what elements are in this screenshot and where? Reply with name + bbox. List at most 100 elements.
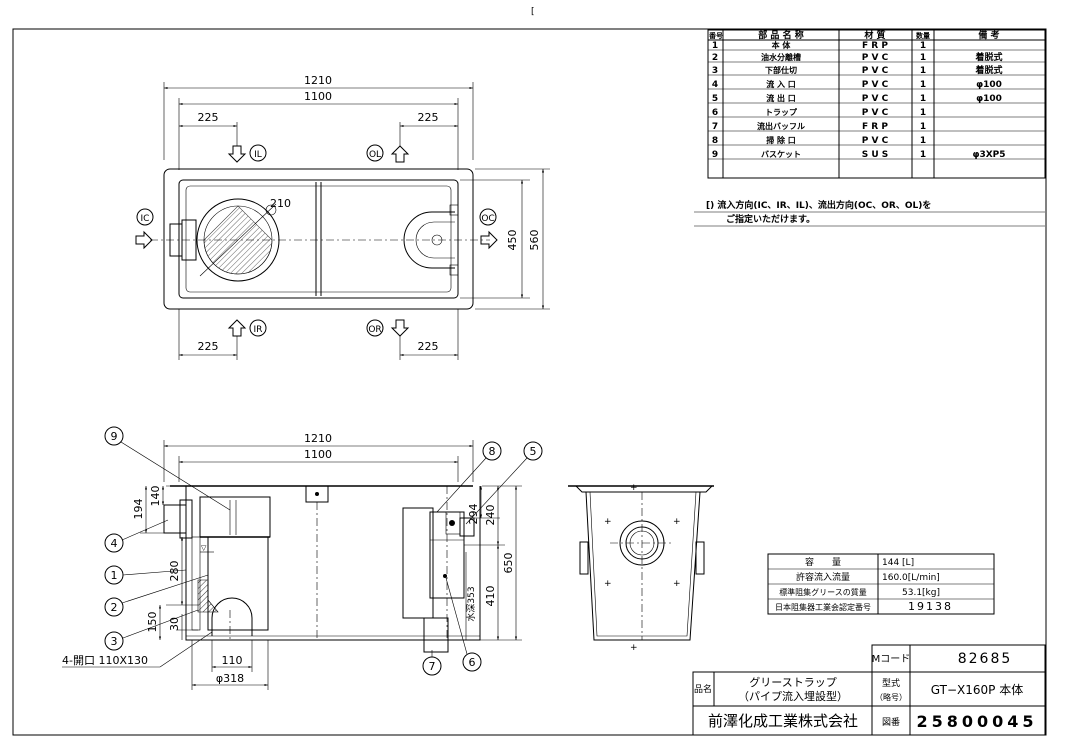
parts-cell-r4-c3: P V C — [862, 80, 889, 90]
plan-dim-225-top-right: 225 — [418, 111, 439, 124]
section-dim-410: 410 — [484, 586, 497, 607]
outlet-left-label: OL — [369, 150, 381, 160]
parts-cell-r6-c4: 1 — [920, 108, 926, 118]
parts-cell-r2-c5: 着脱式 — [974, 51, 1002, 63]
parts-cell-r4-c2: 流 入 口 — [766, 79, 796, 89]
parts-header-qty: 数量 — [916, 31, 930, 40]
parts-cell-r3-c5: 着脱式 — [974, 64, 1002, 76]
balloon-8: 8 — [436, 441, 502, 513]
parts-cell-r6-c1: 6 — [712, 108, 718, 118]
parts-cell-r1-c2: 本 体 — [771, 40, 792, 50]
model-label-1: 型式 — [882, 677, 900, 689]
parts-cell-r3-c4: 1 — [920, 66, 926, 76]
parts-cell-r7-c3: F R P — [862, 122, 888, 132]
plan-dim-225-top-left: 225 — [198, 111, 219, 124]
section-dim-30: 30 — [168, 617, 181, 631]
section-dim-353: 水深353 — [465, 586, 477, 621]
inlet-left-label: IL — [254, 150, 262, 160]
outlet-center-arrow — [480, 230, 498, 250]
plan-dim-1100: 1100 — [304, 90, 332, 103]
svg-text:+: + — [630, 643, 638, 653]
inlet-left-arrow — [227, 145, 247, 163]
balloon-6: 6 — [445, 577, 482, 672]
parts-cell-r8-c3: P V C — [862, 136, 889, 146]
bottom-opening — [211, 597, 253, 636]
section-body — [185, 486, 481, 641]
plan-dim-560: 560 — [528, 230, 541, 251]
parts-cell-r2-c4: 1 — [920, 53, 926, 63]
title-block: Mコード 82685 品名 グリーストラップ （パイプ流入埋設型） 型式 （略号… — [692, 644, 1046, 736]
section-dim-318: φ318 — [216, 672, 244, 685]
spec-capacity-label: 容 量 — [805, 556, 841, 568]
parts-cell-r2-c2: 油水分離槽 — [761, 52, 801, 62]
model-value: GT−X160P 本体 — [931, 683, 1023, 697]
parts-cell-r9-c1: 9 — [712, 150, 718, 160]
parts-cell-r5-c1: 5 — [712, 94, 718, 104]
plan-dim-225-bottom-left: 225 — [198, 340, 219, 353]
parts-cell-r6-c3: P V C — [862, 108, 889, 118]
spec-cert-value: 19138 — [908, 600, 953, 613]
plan-dim-450: 450 — [506, 230, 519, 251]
parts-header-remarks: 備 考 — [978, 29, 999, 41]
top-mark: [ — [531, 7, 535, 17]
balloon-7: 7 — [422, 650, 442, 676]
parts-cell-r5-c5: φ100 — [976, 94, 1002, 104]
company-name: 前澤化成工業株式会社 — [708, 712, 858, 730]
parts-cell-r3-c2: 下部仕切 — [765, 65, 797, 75]
section-dim-1210: 1210 — [304, 432, 332, 445]
section-dim-650: 650 — [502, 553, 515, 574]
parts-cell-r2-c3: P V C — [862, 53, 889, 63]
mcode-value: 82685 — [958, 651, 1013, 667]
drawing-number-label: 図番 — [882, 716, 900, 728]
parts-cell-r4-c1: 4 — [712, 80, 718, 90]
parts-header-no: 番号 — [708, 31, 723, 40]
inlet-center-arrow — [135, 230, 153, 250]
parts-cell-r1-c3: F R P — [862, 41, 888, 51]
balloon-4: 4 — [104, 519, 169, 553]
inlet-right-arrow — [227, 319, 247, 337]
outlet-right-label: OR — [368, 325, 381, 335]
separator-tank-plan — [196, 198, 280, 282]
outlet-left-balloon — [366, 144, 384, 162]
parts-cell-r9-c5: φ3XP5 — [972, 150, 1005, 160]
opening-label: 4-開口 110X130 — [62, 654, 148, 667]
parts-cell-r7-c2: 流出バッフル — [757, 121, 805, 131]
section-dim-294: 294 — [467, 504, 480, 525]
parts-cell-r4-c4: 1 — [920, 80, 926, 90]
parts-cell-r5-c3: P V C — [862, 94, 889, 104]
svg-text:+: + — [630, 483, 638, 493]
plan-dim-225-bottom-right: 225 — [418, 340, 439, 353]
plan-dim-1210: 1210 — [304, 74, 332, 87]
svg-text:+: + — [673, 579, 681, 589]
note-line-1: [) 流入方向(IC、IR、IL)、流出方向(OC、OR、OL)を — [706, 199, 931, 211]
product-name-line-2: （パイプ流入埋設型） — [738, 689, 848, 703]
parts-cell-r1-c1: 1 — [712, 41, 718, 51]
parts-cell-r9-c3: S U S — [862, 150, 889, 160]
parts-header-material: 材 質 — [863, 29, 885, 41]
parts-cell-r7-c1: 7 — [712, 122, 718, 132]
outlet-center-balloon — [479, 208, 497, 226]
svg-text:▽: ▽ — [201, 544, 207, 552]
spec-table: 容 量 144 [L] 許容流入流量 160.0[L/min] 標準阻集グリース… — [767, 553, 995, 615]
plan-view: 1210 1100 225 225 IL OL — [135, 74, 550, 360]
spec-capacity-value: 144 [L] — [882, 558, 914, 568]
inlet-center-label: IC — [141, 214, 150, 224]
inlet-right-balloon — [249, 319, 267, 337]
product-name-label: 品名 — [694, 683, 712, 695]
plan-dim-r210: 210 — [270, 197, 291, 210]
spec-flow-label: 許容流入流量 — [796, 571, 850, 583]
balloon-1: 1 — [104, 565, 187, 585]
plan-body-inner — [178, 179, 459, 299]
parts-cell-r8-c1: 8 — [712, 136, 718, 146]
section-dim-1100: 1100 — [304, 448, 332, 461]
svg-text:+: + — [604, 517, 612, 527]
parts-cell-r3-c3: P V C — [862, 66, 889, 76]
separator-tank-section — [199, 496, 271, 538]
balloon-3: 3 — [104, 609, 199, 651]
inlet-center-balloon — [136, 208, 154, 226]
parts-header-name: 部 品 名 称 — [758, 29, 803, 41]
spec-grease-label: 標準阻集グリースの質量 — [779, 587, 867, 597]
outlet-right-arrow — [390, 319, 410, 337]
